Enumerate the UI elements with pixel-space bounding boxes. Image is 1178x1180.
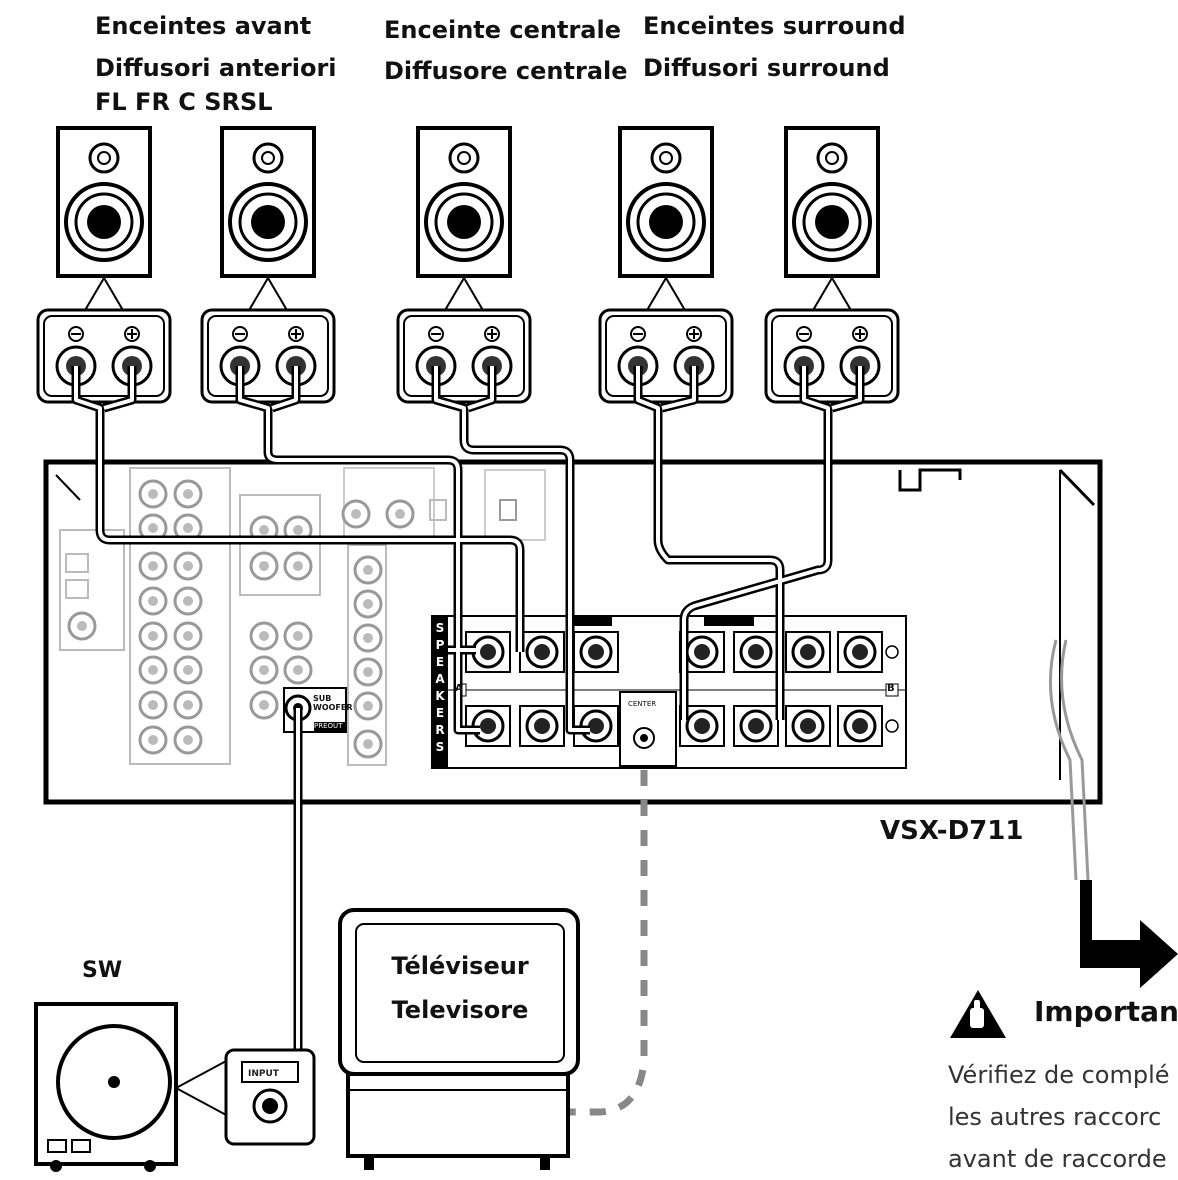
input-label: INPUT <box>248 1069 280 1079</box>
terminal-surround-left <box>764 308 900 404</box>
next-page-arrow <box>1080 880 1178 988</box>
subwoofer-label: SW <box>82 958 123 983</box>
center-speaker-label-it: Diffusore centrale <box>384 57 628 85</box>
important-text: Vérifiez de complé les autres raccorc av… <box>948 1061 1170 1173</box>
surround-speakers-label-it: Diffusori surround <box>643 54 890 82</box>
television <box>338 908 580 1170</box>
speaker-front-right <box>220 126 316 278</box>
terminal-surround-right <box>598 308 734 404</box>
terminal-front-right <box>200 308 336 404</box>
front-speakers-label-fr: Enceintes avant <box>95 12 312 40</box>
speaker-front-left <box>56 126 152 278</box>
receiver-rear-panel <box>43 459 1103 805</box>
bank-b-label: B <box>887 683 895 694</box>
receiver-model-label: VSX-D711 <box>880 816 1024 846</box>
warning-hand-icon <box>950 990 1006 1038</box>
front-speakers-label-it: Diffusori anteriori <box>95 54 337 82</box>
surround-speakers-label-fr: Enceintes surround <box>643 12 906 40</box>
important-heading: Importan <box>1034 995 1178 1028</box>
tv-label-fr: Téléviseur <box>391 952 529 980</box>
center-jack-label: CENTER <box>628 700 657 708</box>
terminal-center <box>396 308 532 404</box>
subwoofer <box>34 1002 316 1172</box>
front-channels-label: FL FR C SRSL <box>95 88 273 116</box>
speaker-center <box>416 126 512 278</box>
subwoofer-jack-label: SUB WOOFER <box>313 694 353 712</box>
preout-label: PREOUT <box>314 722 343 730</box>
tv-label-it: Televisore <box>391 996 529 1024</box>
speaker-surround-left <box>784 126 880 278</box>
speaker-surround-right <box>618 126 714 278</box>
terminal-front-left <box>36 308 172 404</box>
bank-a-label: A <box>455 683 463 694</box>
tv-label: Téléviseur Televisore <box>340 944 580 1032</box>
center-speaker-label-fr: Enceinte centrale <box>384 16 621 44</box>
